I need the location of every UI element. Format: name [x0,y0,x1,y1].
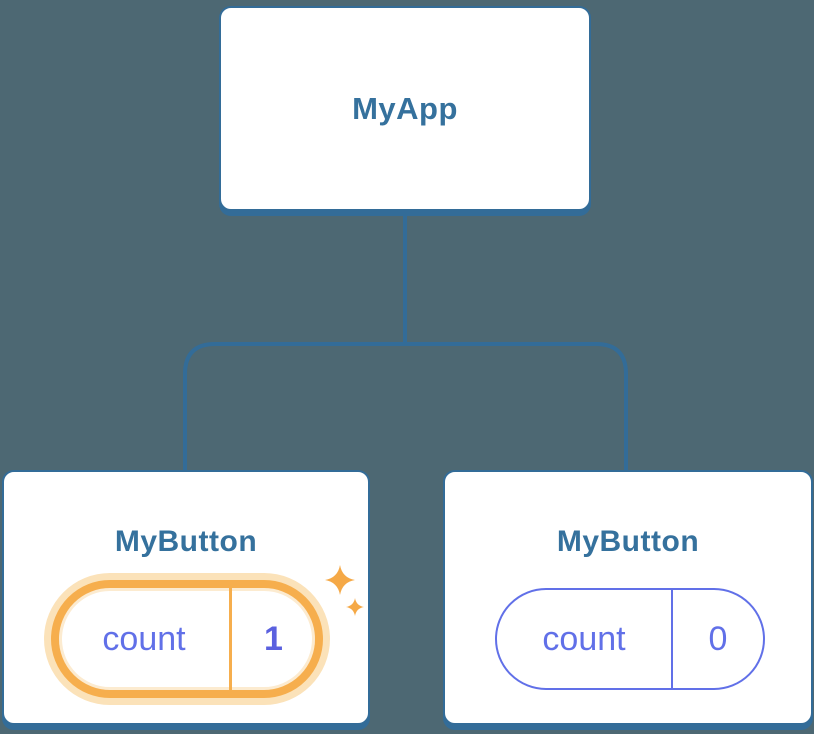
sparkle-icon-small [346,598,364,616]
node-myapp-label: MyApp [352,90,458,126]
pill-divider [671,590,673,688]
connector-bracket [183,342,628,472]
state-pill-highlighted: count 1 [51,580,323,698]
state-value: 1 [264,619,283,658]
node-mybutton-default: MyButton count 0 [443,470,813,725]
state-key-label: count [102,619,186,658]
node-mybutton-updated: MyButton count 1 [2,470,370,725]
state-value: 0 [708,619,728,658]
pill-divider [229,588,232,690]
state-pill-default: count 0 [495,588,765,690]
state-key-label: count [542,619,626,658]
node-mybutton-default-label: MyButton [556,525,700,558]
node-myapp: MyApp [219,6,591,211]
sparkle-icon-large [325,565,355,595]
node-mybutton-updated-label: MyButton [114,525,258,558]
